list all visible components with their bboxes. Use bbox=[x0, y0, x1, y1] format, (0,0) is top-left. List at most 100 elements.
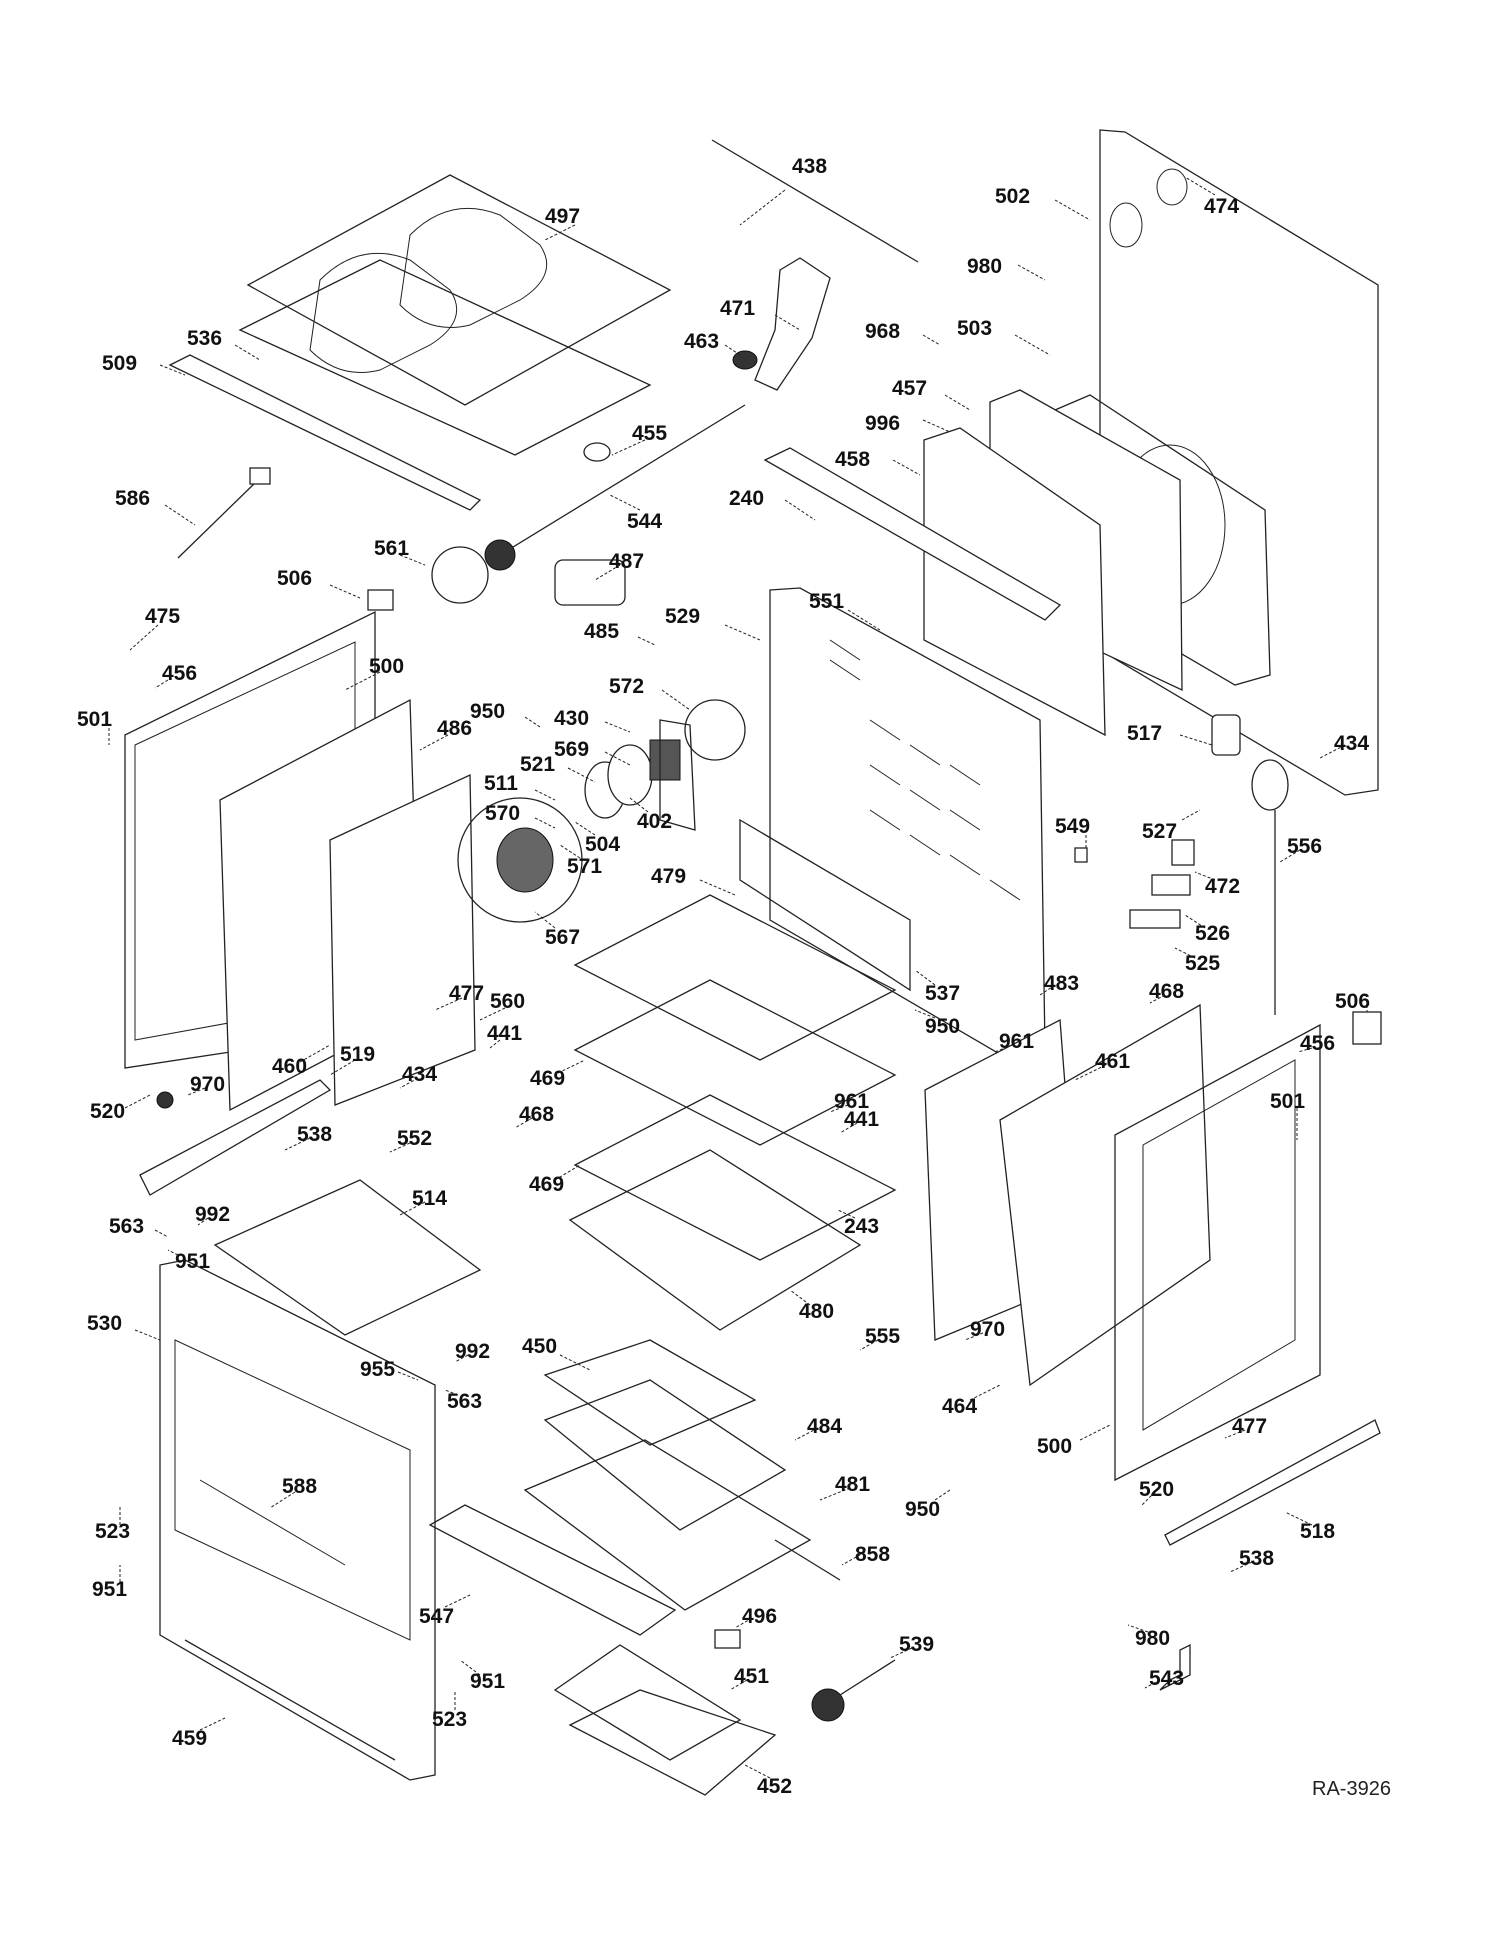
leader-line bbox=[1229, 1561, 1253, 1573]
leader-line bbox=[922, 334, 941, 346]
part-number-label: 468 bbox=[1149, 980, 1184, 1003]
callout-456: 456 bbox=[154, 662, 197, 689]
leader-line bbox=[164, 504, 196, 526]
part-number-label: 529 bbox=[665, 605, 700, 628]
part-number-label: 500 bbox=[1037, 1435, 1072, 1458]
part-number-label: 506 bbox=[1335, 990, 1370, 1013]
part-487-motor bbox=[554, 559, 626, 606]
callout-955: 955 bbox=[360, 1358, 419, 1381]
part-464-panel bbox=[999, 1003, 1211, 1387]
callout-951: 951 bbox=[167, 1249, 210, 1273]
leader-line bbox=[739, 189, 786, 226]
leader-line bbox=[1179, 734, 1213, 746]
callout-500: 500 bbox=[344, 655, 404, 691]
part-number-label: 980 bbox=[967, 255, 1002, 278]
leader-line bbox=[1054, 199, 1091, 221]
leader-line bbox=[234, 344, 261, 361]
callout-487: 487 bbox=[594, 550, 644, 581]
part-484-plate bbox=[543, 1379, 787, 1531]
leader-line bbox=[1181, 809, 1201, 821]
part-number-label: 996 bbox=[865, 412, 900, 435]
callout-961: 961 bbox=[994, 1030, 1034, 1053]
leader-line bbox=[841, 1551, 866, 1566]
leader-line bbox=[889, 1647, 913, 1659]
callout-992: 992 bbox=[195, 1203, 230, 1226]
part-number-label: 509 bbox=[102, 352, 137, 375]
leader-line bbox=[1141, 1491, 1156, 1506]
leader-line bbox=[129, 624, 159, 651]
callout-496: 496 bbox=[734, 1605, 777, 1629]
callout-951: 951 bbox=[92, 1565, 127, 1601]
part-number-label: 243 bbox=[844, 1215, 879, 1238]
part-number-label: 992 bbox=[455, 1340, 490, 1363]
callout-477: 477 bbox=[434, 982, 484, 1011]
leader-line bbox=[944, 394, 971, 411]
leader-line bbox=[789, 1289, 811, 1306]
part-number-label: 538 bbox=[297, 1123, 332, 1146]
callout-459: 459 bbox=[172, 1717, 226, 1750]
part-number-label: 961 bbox=[999, 1030, 1034, 1053]
leader-line bbox=[524, 716, 541, 728]
part-number-label: 523 bbox=[95, 1520, 130, 1543]
leader-line bbox=[344, 671, 381, 691]
part-number-label: 561 bbox=[374, 537, 409, 560]
part-number-label: 504 bbox=[585, 833, 620, 856]
part-number-label: 472 bbox=[1205, 875, 1240, 898]
drawing-code: RA-3926 bbox=[1312, 1778, 1391, 1800]
callout-434: 434 bbox=[399, 1063, 437, 1089]
leader-line bbox=[1184, 914, 1206, 929]
part-438-rod bbox=[711, 139, 919, 263]
part-number-label: 485 bbox=[584, 620, 619, 643]
part-number-label: 551 bbox=[809, 590, 844, 613]
leader-line bbox=[964, 1332, 984, 1341]
callout-441: 441 bbox=[839, 1108, 879, 1134]
part-number-label: 519 bbox=[340, 1043, 375, 1066]
leader-line bbox=[859, 1339, 879, 1351]
part-450-element bbox=[543, 1339, 757, 1446]
part-number-label: 452 bbox=[757, 1775, 792, 1798]
leader-line bbox=[1279, 849, 1301, 863]
part-number-label: 530 bbox=[87, 1312, 122, 1335]
part-number-label: 525 bbox=[1185, 952, 1220, 975]
leader-line bbox=[534, 911, 556, 929]
callout-571: 571 bbox=[559, 844, 602, 878]
part-number-label: 555 bbox=[865, 1325, 900, 1348]
leader-line bbox=[559, 1354, 591, 1371]
leader-line bbox=[574, 821, 596, 836]
callout-561: 561 bbox=[374, 537, 426, 566]
part-number-label: 434 bbox=[1334, 732, 1369, 755]
callout-523: 523 bbox=[432, 1690, 467, 1731]
callout-455: 455 bbox=[611, 422, 667, 456]
leader-line bbox=[444, 1389, 459, 1396]
callout-474: 474 bbox=[1184, 176, 1239, 218]
callout-858: 858 bbox=[841, 1543, 890, 1566]
callout-521: 521 bbox=[520, 753, 596, 783]
callout-523: 523 bbox=[95, 1505, 130, 1543]
part-number-label: 450 bbox=[522, 1335, 557, 1358]
callout-469: 469 bbox=[530, 1059, 586, 1090]
leader-line bbox=[734, 1617, 753, 1629]
leader-line bbox=[489, 1039, 501, 1049]
part-number-label: 992 bbox=[195, 1203, 230, 1226]
callout-556: 556 bbox=[1279, 835, 1322, 863]
callout-475: 475 bbox=[129, 605, 180, 651]
leader-line bbox=[847, 609, 881, 631]
leader-line bbox=[829, 1104, 849, 1113]
part-430-plate bbox=[659, 719, 696, 831]
part-number-label: 520 bbox=[1139, 1478, 1174, 1501]
part-number-label: 951 bbox=[92, 1578, 127, 1601]
leader-line bbox=[699, 879, 736, 896]
callout-530: 530 bbox=[87, 1312, 161, 1341]
part-530-front-frame bbox=[159, 1259, 436, 1781]
callout-563: 563 bbox=[109, 1215, 169, 1238]
part-number-label: 569 bbox=[554, 738, 589, 761]
callout-992: 992 bbox=[454, 1340, 490, 1363]
part-number-label: 483 bbox=[1044, 972, 1079, 995]
callout-543: 543 bbox=[1144, 1667, 1184, 1690]
callout-479: 479 bbox=[651, 865, 736, 896]
callout-240: 240 bbox=[729, 487, 816, 521]
part-number-label: 469 bbox=[529, 1173, 564, 1196]
callout-509: 509 bbox=[102, 352, 186, 376]
part-number-label: 480 bbox=[799, 1300, 834, 1323]
callout-500: 500 bbox=[1037, 1424, 1111, 1458]
